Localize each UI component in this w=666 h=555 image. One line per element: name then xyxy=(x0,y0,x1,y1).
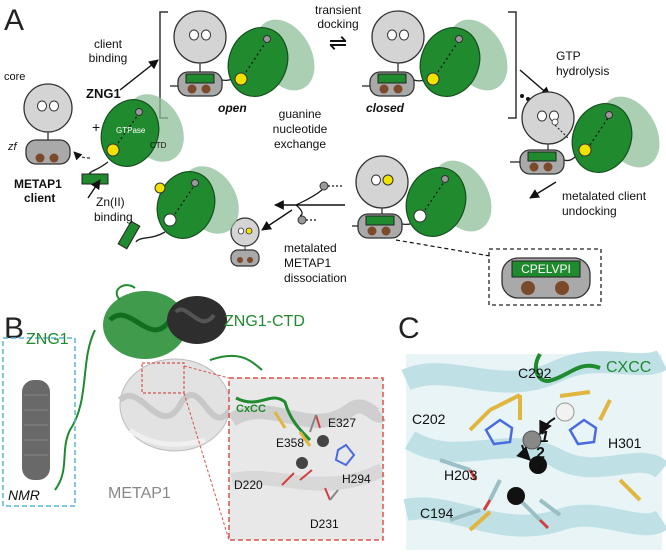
nucleotide-symbols xyxy=(297,181,342,225)
zn-binding-arrow xyxy=(87,179,101,199)
client-label-line2: client xyxy=(24,191,55,205)
cxcc-b-label: CxCC xyxy=(236,403,266,415)
residue-d220: D220 xyxy=(234,478,263,492)
zoom-dashed-line xyxy=(395,239,491,257)
ctd-label: CTD xyxy=(150,141,167,150)
client-binding-label-2: binding xyxy=(89,51,128,65)
free-metalated-metap1 xyxy=(230,217,260,267)
dissociation-label-2: METAP1 xyxy=(284,256,331,270)
dashed-arrow-zng1-client xyxy=(73,151,91,161)
c-active-site xyxy=(401,349,666,550)
residue-c194: C194 xyxy=(420,505,454,521)
zn-binding-label-2: binding xyxy=(94,210,133,224)
cpelvpi-label: CPELVPI xyxy=(521,262,571,276)
step-2-label: 2 xyxy=(536,445,545,462)
transient-docking-label-1: transient xyxy=(315,3,362,17)
panel-label-c: C xyxy=(398,312,420,345)
transient-docking-label-2: docking xyxy=(317,17,358,31)
metalated-undocking-label-2: undocking xyxy=(562,204,617,218)
zng1-ctd-label: ZNG1-CTD xyxy=(224,313,305,330)
b-active-site-inset xyxy=(228,378,387,540)
exchange-curve-out xyxy=(295,204,303,217)
undocked-complex xyxy=(352,155,492,239)
residue-c202: C202 xyxy=(412,411,446,427)
zng1-b-label: ZNG1 xyxy=(26,331,69,348)
dissociation-arrow xyxy=(261,209,293,231)
residue-e358: E358 xyxy=(276,436,304,450)
residue-h294: H294 xyxy=(342,472,371,486)
metap1-b-label: METAP1 xyxy=(108,485,171,502)
exchange-curve-in xyxy=(295,189,323,206)
guanine-label-3: exchange xyxy=(274,137,326,151)
zf-label: zf xyxy=(7,141,18,153)
step-1-label: 1 xyxy=(540,429,549,446)
residue-e327: E327 xyxy=(328,416,356,430)
panel-label-a: A xyxy=(4,4,24,37)
cpelvpi-inset xyxy=(488,248,602,306)
closed-state-complex xyxy=(362,10,508,97)
step2-arrow xyxy=(516,444,531,461)
zng1-free xyxy=(81,94,184,185)
metalated-undocking-arrow xyxy=(529,181,557,199)
step1-arrow xyxy=(539,417,556,436)
open-label: open xyxy=(218,101,247,115)
metalated-undocking-label-1: metalated client xyxy=(562,189,647,203)
guanine-label-2: nucleotide xyxy=(273,122,328,136)
guanine-label-1: guanine xyxy=(279,107,322,121)
dissociation-label-3: dissociation xyxy=(284,271,347,285)
crystal-structure-b xyxy=(22,284,263,491)
active-site-box xyxy=(141,362,185,394)
plus-sign: + xyxy=(92,119,100,135)
gtpase-label: GTPase xyxy=(116,126,146,135)
zoom-line-b xyxy=(183,365,230,541)
apo-zng1 xyxy=(117,166,239,250)
client-binding-label-1: client xyxy=(94,37,123,51)
residue-c292: C292 xyxy=(518,365,552,381)
dissociation-label-1: metalated xyxy=(284,241,337,255)
metalated-complex xyxy=(510,91,660,175)
zinc-ion xyxy=(154,182,166,194)
residue-h301: H301 xyxy=(608,435,642,451)
client-label-line1: METAP1 xyxy=(14,177,62,191)
core-label: core xyxy=(4,71,25,83)
cxcc-c-label: CXCC xyxy=(606,359,651,376)
equilibrium-arrows: ⇌ xyxy=(329,30,347,55)
panel-label-b: B xyxy=(4,312,24,345)
client-binding-arrow xyxy=(119,59,159,91)
zn-binding-label-1: Zn(II) xyxy=(96,195,125,209)
residue-h203: H203 xyxy=(444,467,478,483)
open-state-complex xyxy=(170,10,315,97)
closed-label: closed xyxy=(366,101,405,115)
metap1-client xyxy=(23,83,73,165)
zng1-label: ZNG1 xyxy=(86,86,121,101)
nmr-label: NMR xyxy=(8,487,40,503)
b-inset-frame xyxy=(228,377,384,541)
nmr-box xyxy=(2,337,76,507)
residue-d231: D231 xyxy=(310,517,339,531)
gtp-hydrolysis-label-2: hydrolysis xyxy=(556,64,609,78)
gtp-hydrolysis-label-1: GTP xyxy=(556,49,581,63)
